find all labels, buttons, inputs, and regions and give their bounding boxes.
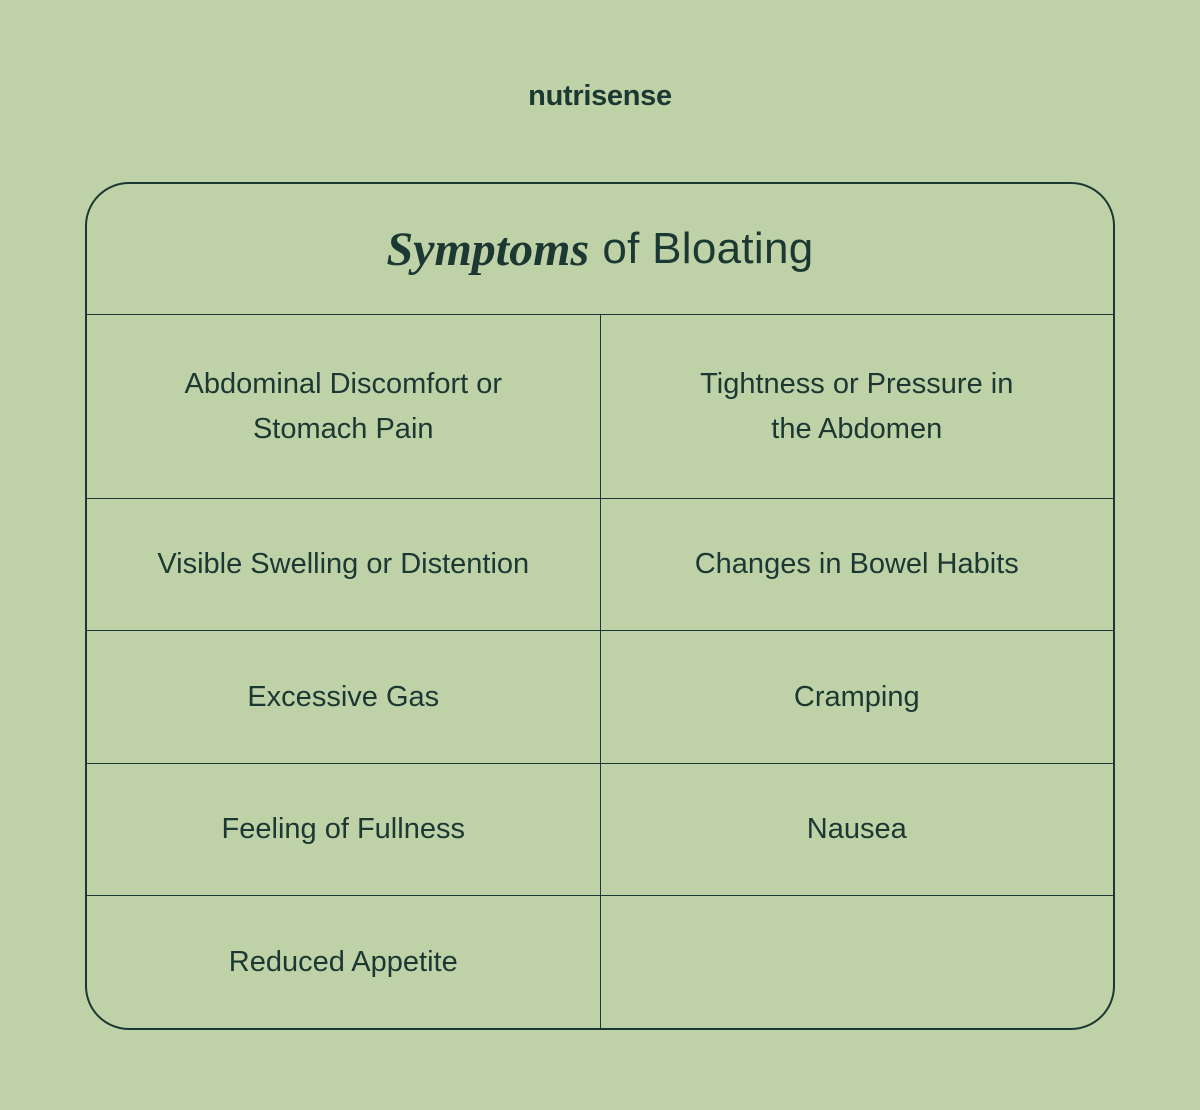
- table-row: Excessive Gas Cramping: [87, 630, 1113, 764]
- symptom-label: Changes in Bowel Habits: [694, 548, 1019, 581]
- symptoms-card: Symptoms of Bloating Abdominal Discomfor…: [85, 182, 1115, 1030]
- table-row: Visible Swelling or Distention Changes i…: [87, 497, 1113, 631]
- table-cell: Tightness or Pressure in the Abdomen: [600, 315, 1113, 499]
- table-cell: Visible Swelling or Distention: [87, 497, 601, 631]
- table-cell: Nausea: [600, 762, 1113, 896]
- symptom-label: Abdominal Discomfort or Stomach Pain: [184, 367, 503, 445]
- symptom-label: Excessive Gas: [247, 680, 440, 713]
- table-cell-empty: [600, 895, 1113, 1028]
- card-title-rest: of Bloating: [602, 224, 814, 273]
- brand-logo: nutrisense: [528, 80, 672, 112]
- table-cell: Reduced Appetite: [87, 895, 601, 1028]
- symptom-label: Feeling of Fullness: [221, 812, 465, 845]
- symptom-label: Tightness or Pressure in the Abdomen: [700, 367, 1014, 445]
- table-cell: Cramping: [600, 630, 1113, 764]
- table-row: Abdominal Discomfort or Stomach Pain Tig…: [87, 315, 1113, 499]
- card-title: Symptoms of Bloating: [87, 184, 1113, 315]
- card-title-italic: Symptoms: [386, 222, 590, 276]
- symptom-label: Cramping: [793, 680, 920, 713]
- table-row: Feeling of Fullness Nausea: [87, 762, 1113, 896]
- symptom-label: Visible Swelling or Distention: [157, 548, 530, 581]
- table-cell: Changes in Bowel Habits: [600, 497, 1113, 631]
- symptom-label: Reduced Appetite: [228, 945, 458, 978]
- symptoms-table: Abdominal Discomfort or Stomach Pain Tig…: [87, 315, 1113, 1028]
- table-cell: Feeling of Fullness: [87, 762, 601, 896]
- symptom-label: Nausea: [806, 812, 907, 845]
- table-cell: Excessive Gas: [87, 630, 601, 764]
- table-row: Reduced Appetite: [87, 895, 1113, 1028]
- table-cell: Abdominal Discomfort or Stomach Pain: [87, 315, 601, 499]
